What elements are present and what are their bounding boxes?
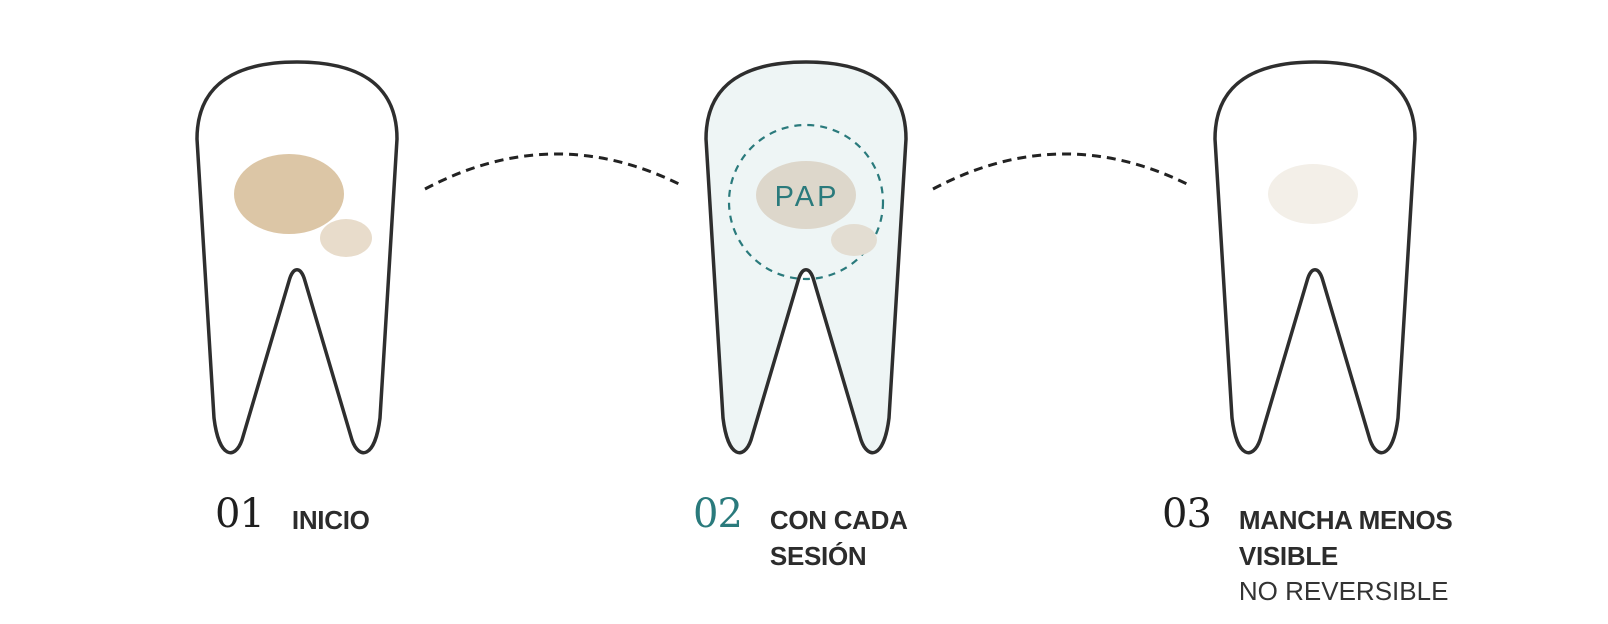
tooth-icon [1213, 60, 1417, 455]
stain-icon [234, 154, 344, 234]
stain-small-treated-icon [831, 224, 877, 256]
step-3-text: MANCHA MENOS VISIBLE NO REVERSIBLE [1239, 494, 1453, 608]
step-2-title-line1: CON CADA [769, 505, 908, 535]
step-1-title: INICIO [291, 505, 370, 535]
step-3-label: 03 MANCHA MENOS VISIBLE NO REVERSIBLE [1162, 491, 1453, 608]
tooth-2-group: PAP [704, 60, 908, 455]
step-1-text: INICIO [292, 494, 370, 538]
pap-badge: PAP [775, 181, 840, 213]
stain-small-icon [320, 219, 372, 257]
dashed-connector-icon [424, 152, 682, 191]
step-3-title-line2: VISIBLE [1238, 541, 1338, 571]
tooth-icon [195, 60, 399, 455]
tooth-3-group [1213, 60, 1417, 455]
step-3-number: 03 [1162, 491, 1212, 537]
dashed-ring-icon [727, 123, 885, 281]
stain-faded-icon [1268, 164, 1358, 224]
step-2-title-line2: SESIÓN [769, 541, 867, 571]
step-3-title-line1: MANCHA MENOS [1238, 505, 1453, 535]
tooth-1-group [195, 60, 399, 455]
tooth-treated-icon [704, 60, 908, 455]
step-1-label: 01 INICIO [215, 494, 370, 538]
step-2-number: 02 [693, 491, 743, 537]
stain-treated-icon [756, 161, 856, 229]
step-2-label: 02 CON CADA SESIÓN [693, 494, 908, 574]
step-3-note: NO REVERSIBLE [1238, 576, 1449, 606]
step-1-number: 01 [215, 491, 265, 537]
dashed-connector-icon [932, 152, 1190, 191]
step-2-text: CON CADA SESIÓN [770, 494, 908, 574]
